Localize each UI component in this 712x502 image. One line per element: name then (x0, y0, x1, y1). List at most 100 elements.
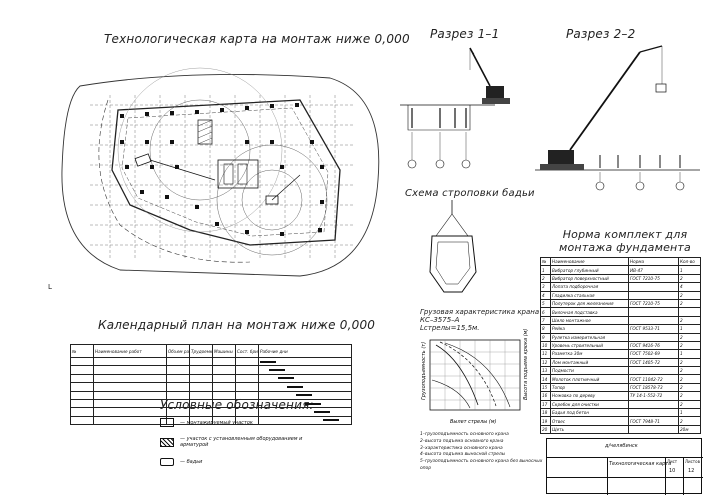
gantt-bar (323, 419, 339, 422)
calendar-cell (189, 356, 213, 367)
norm-table-cell: Наименование (550, 256, 629, 267)
crane-chart-ylabel: Грузоподъемность (т) (421, 342, 427, 400)
crane-chart-notes: 1–грузоподъемность основного крана 2–выс… (420, 432, 545, 473)
calendar-cell (93, 398, 167, 409)
calendar-cell (70, 382, 94, 392)
calendar-cell (189, 373, 213, 384)
stamp-org: д/челябинск (605, 443, 638, 449)
calendar-header-cell: Рабочие дни (258, 344, 352, 358)
title-block: д/челябинск Технологическая карта Лист Л… (546, 438, 703, 495)
crane-chart-title: Грузовая характеристика крана КС–3575–А … (420, 308, 540, 332)
norm-table-cell: Гладилка стальная (550, 290, 629, 300)
calendar-row (70, 356, 352, 367)
norm-table-cell: ТУ 14-1-552-72 (628, 391, 679, 401)
norm-table-cell: 1 (678, 349, 701, 359)
calendar-cell (212, 390, 236, 400)
calendar-cell (166, 373, 190, 384)
calendar-cell (166, 365, 190, 375)
stamp-sheets-label: Листов (685, 459, 700, 464)
norm-table-cell: ГОСТ 7948-71 (628, 416, 679, 426)
calendar-cell (258, 390, 352, 400)
norm-kit-title-text: Норма комплект для монтажа фундамента (559, 228, 691, 254)
legend-text: — бадьи (180, 459, 203, 465)
calendar-cell (189, 407, 213, 417)
calendar-header-cell: Наименование работ (93, 344, 167, 358)
calendar-cell (70, 356, 94, 367)
norm-table-cell: 10 (540, 340, 551, 351)
calendar-cell (258, 356, 352, 367)
calendar-cell (258, 398, 352, 409)
calendar-header-cell: Объем работ (166, 344, 190, 358)
crane-note: 2–высота подъема основного крана (420, 438, 504, 444)
norm-table-cell: 2 (678, 357, 701, 368)
calendar-row (70, 407, 352, 417)
norm-table-cell: 12 (540, 357, 551, 368)
legend-swatch-empty (160, 418, 174, 427)
calendar-cell (212, 356, 236, 367)
norm-table-cell: 2 (678, 374, 701, 384)
calendar-row (70, 398, 352, 409)
legend-swatch-hatched (160, 437, 174, 447)
norm-table-cell: 2 (678, 315, 701, 326)
calendar-cell (258, 365, 352, 375)
norm-table-cell: Вилочная подставка (550, 307, 629, 317)
norm-table-cell: Рулетка измерительная (550, 332, 629, 342)
norm-table-cell: Полутерок для железнения (550, 298, 629, 309)
calendar-cell (212, 398, 236, 409)
norm-table-cell: 7 (540, 315, 551, 326)
norm-table-cell: № (540, 256, 551, 267)
norm-table-cell (628, 332, 679, 342)
site-boundary (61, 73, 380, 277)
section-2-title: Разрез 2–2 (566, 27, 636, 41)
legend-row-bucket: — бадьи (160, 458, 202, 466)
calendar-row (70, 365, 352, 375)
norm-table-cell: 2 (678, 366, 701, 376)
norm-table-cell: 4 (540, 290, 551, 300)
calendar-cell (258, 373, 352, 384)
norm-table-cell: ГОСТ 11042-72 (628, 374, 679, 384)
norm-table-cell: Лопата подборочная (550, 282, 629, 292)
norm-table-cell (628, 315, 679, 326)
crane-chart-ylabel-right: Высота подъема крюка (м) (523, 329, 529, 400)
norm-table-cell: Вибратор глубинный (550, 265, 629, 275)
crane-chart-xlabel: Вылет стрелы (м) (450, 419, 497, 425)
norm-table-cell: Вибратор поверхностный (550, 273, 629, 284)
calendar-cell (235, 390, 259, 400)
gantt-bar (305, 402, 321, 405)
calendar-cell (93, 356, 167, 367)
calendar-cell (235, 356, 259, 367)
calendar-cell (166, 398, 190, 409)
norm-table-cell: 18 (540, 408, 551, 418)
calendar-cell (235, 365, 259, 375)
norm-table-cell (628, 366, 679, 376)
norm-table-cell: Скребок для очистки (550, 399, 629, 410)
norm-table-cell: 1 (678, 324, 701, 334)
building-outline (111, 99, 341, 246)
calendar-cell (70, 365, 94, 375)
norm-table-cell: Уровень строительный (550, 340, 629, 351)
calendar-cell (212, 407, 236, 417)
calendar-header-cell: Машины (212, 344, 236, 358)
slinging-title: Схема строповки бадьи (405, 188, 535, 199)
norm-table-cell: 2 (678, 298, 701, 309)
calendar-cell (70, 398, 94, 409)
norm-table-cell: 1 (540, 265, 551, 275)
stamp-sheet-label: Лист (667, 459, 678, 464)
calendar-cell (235, 407, 259, 417)
calendar-cell (166, 356, 190, 367)
norm-table-cell: 2 (678, 340, 701, 351)
